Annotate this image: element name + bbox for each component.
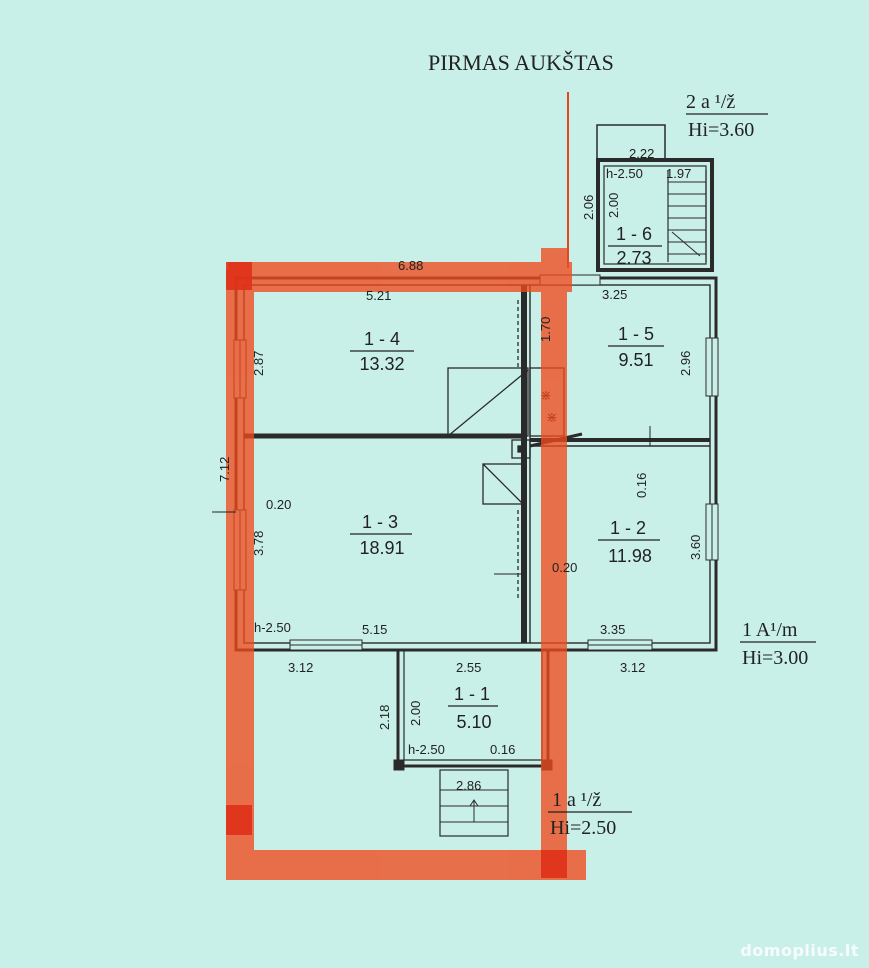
dim-label: h-2.50 — [408, 742, 445, 757]
dim-label: 1.97 — [666, 166, 691, 181]
dim-label: 3.78 — [251, 531, 266, 556]
room-1-1-label: 1 - 1 5.10 — [448, 684, 498, 732]
dim-label: 2.96 — [678, 351, 693, 376]
dim-label: 2.06 — [581, 195, 596, 220]
room-area: 2.73 — [616, 248, 651, 268]
dim-label: 2.18 — [377, 705, 392, 730]
dim-label: 3.60 — [688, 535, 703, 560]
room-id: 1 - 3 — [362, 512, 398, 532]
room-1-6-label: 1 - 6 2.73 — [608, 224, 662, 268]
dim-label: 2.00 — [408, 701, 423, 726]
dim-label: 0.20 — [266, 497, 291, 512]
room-1-4-label: 1 - 4 13.32 — [350, 329, 414, 374]
stair-room-1-6 — [596, 124, 714, 272]
dim-label: 5.15 — [362, 622, 387, 637]
room-area: 11.98 — [608, 546, 652, 566]
dimension-labels: 6.88 5.21 3.25 2.22 h-2.50 1.97 3.12 2.5… — [254, 146, 691, 793]
dim-label: h-2.50 — [606, 166, 643, 181]
highlight-corners — [226, 262, 567, 878]
room-area: 9.51 — [618, 350, 653, 370]
dim-label: 2.86 — [456, 778, 481, 793]
watermark: domoplius.lt — [740, 941, 859, 960]
room-area: 18.91 — [359, 538, 404, 558]
room-id: 1 - 6 — [616, 224, 652, 244]
dimension-ticks — [212, 426, 651, 575]
dim-label: 2.00 — [606, 193, 621, 218]
room-1-3-label: 1 - 3 18.91 — [350, 512, 412, 558]
dim-label: h-2.50 — [254, 620, 291, 635]
annotation-hi-250: Hi=2.50 — [550, 817, 616, 839]
dim-label: 5.21 — [366, 288, 391, 303]
dim-label: 2.87 — [251, 351, 266, 376]
dim-label: 3.25 — [602, 287, 627, 302]
room-id: 1 - 1 — [454, 684, 490, 704]
dim-label: 2.55 — [456, 660, 481, 675]
annotation-1a: 1 a ¹/ž — [552, 789, 601, 811]
room-1-5-label: 1 - 5 9.51 — [608, 324, 664, 370]
dim-label: 3.35 — [600, 622, 625, 637]
highlight-overlay — [226, 248, 586, 880]
annotation-2a: 2 a ¹/ž — [686, 91, 735, 113]
dim-label: 0.16 — [490, 742, 515, 757]
dim-label: 1.70 — [538, 317, 553, 342]
room-id: 1 - 5 — [618, 324, 654, 344]
dim-label: 7.12 — [217, 457, 232, 482]
annotation-hi-360: Hi=3.60 — [688, 119, 754, 141]
vertical-dimension-labels: 2.87 1.70 2.96 7.12 3.78 0.16 3.60 2.18 … — [217, 193, 703, 730]
room-area: 5.10 — [456, 712, 491, 732]
plan-title: PIRMAS AUKŠTAS — [428, 50, 614, 75]
room-area: 13.32 — [359, 354, 404, 374]
dim-label: 3.12 — [620, 660, 645, 675]
room-1-2-label: 1 - 2 11.98 — [598, 518, 660, 566]
annotation-hi-300: Hi=3.00 — [742, 647, 808, 669]
dim-label: 6.88 — [398, 258, 423, 273]
annotation-1A: 1 A¹/m — [742, 619, 798, 641]
room-id: 1 - 2 — [610, 518, 646, 538]
room-id: 1 - 4 — [364, 329, 400, 349]
dim-label: 0.16 — [634, 473, 649, 498]
dim-label: 3.12 — [288, 660, 313, 675]
dim-label: 0.20 — [552, 560, 577, 575]
dim-label: 2.22 — [629, 146, 654, 161]
